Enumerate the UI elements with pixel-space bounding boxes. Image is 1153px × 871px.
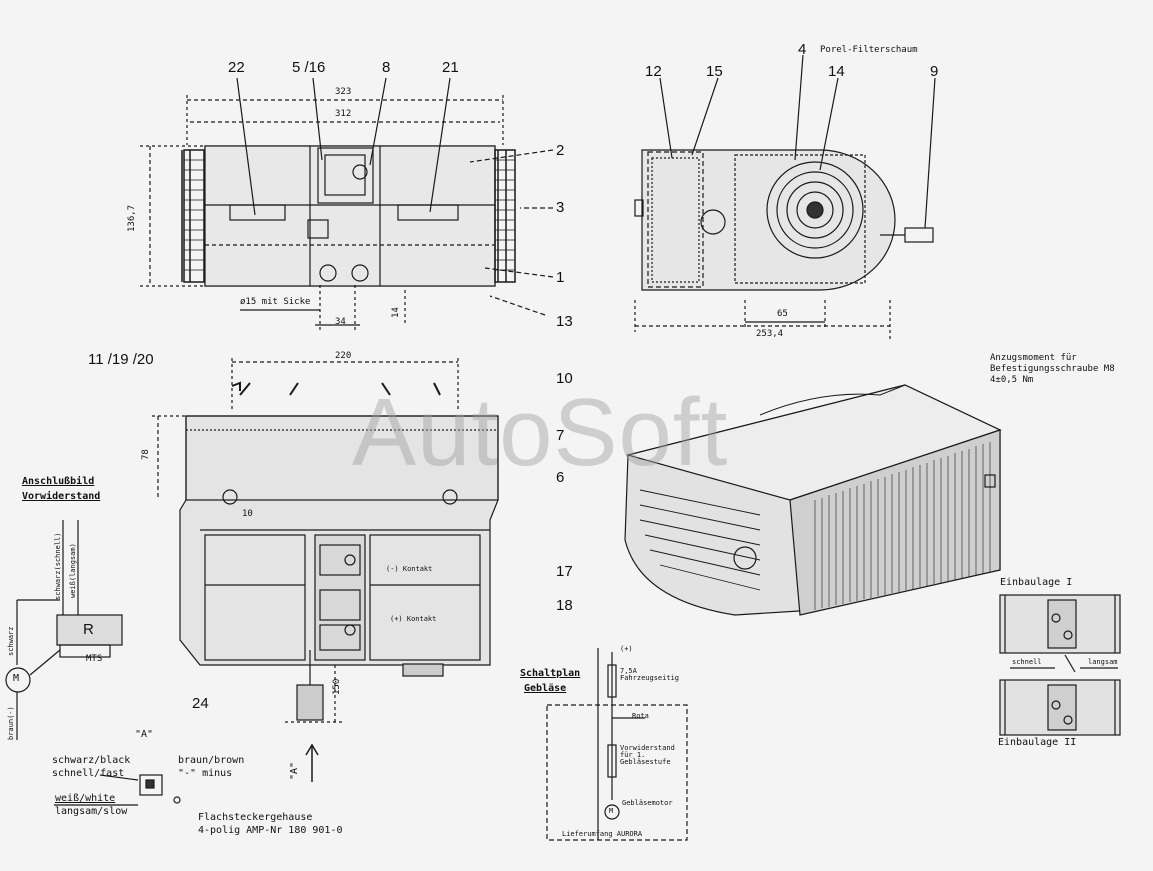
callout-3: 3: [556, 199, 565, 216]
callout-1: 1: [556, 269, 565, 286]
conn-white: weiß/white: [55, 793, 116, 804]
callout-11-19-20: 11 /19 /20: [88, 351, 154, 368]
callout-6: 6: [556, 469, 565, 486]
wire-brown: braun(-): [7, 706, 15, 740]
callout-9: 9: [930, 63, 939, 80]
schematic-drawing: [546, 648, 688, 841]
callout-14: 14: [828, 63, 845, 80]
callout-15: 15: [706, 63, 723, 80]
connector-drawing: [54, 774, 181, 806]
callout-18: 18: [556, 597, 573, 614]
callout-17: 17: [556, 563, 573, 580]
callout-2: 2: [556, 142, 565, 159]
conn-slow: langsam/slow: [55, 806, 128, 817]
top-view: [140, 77, 554, 330]
conn-part: 4-polig AMP-Nr 180 901-0: [198, 825, 343, 836]
schem-rota: Rota: [632, 712, 649, 720]
iso-view: [624, 384, 1002, 616]
contact-plus: (+) Kontakt: [390, 615, 437, 623]
dim-312: 312: [335, 109, 352, 119]
dim-10: 10: [242, 509, 253, 519]
schematic-title-2: Gebläse: [524, 683, 567, 694]
callout-10: 10: [556, 370, 573, 387]
watermark: AutoSoft: [352, 379, 729, 486]
callout-4: 4: [798, 41, 807, 58]
torque-line-2: Befestigungsschraube M8: [990, 364, 1115, 374]
dim-65: 65: [777, 309, 788, 319]
install-positions: [999, 594, 1121, 736]
wiring-title-1: Anschlußbild: [22, 476, 95, 487]
conn-brown: braun/brown: [178, 755, 245, 766]
conn-housing: Flachsteckergehause: [198, 812, 313, 823]
wire-black: schwarz: [7, 626, 15, 656]
dim-323: 323: [335, 87, 352, 97]
wire-black-fast: schwarz(schnell): [54, 532, 62, 600]
install-fast: schnell: [1012, 658, 1042, 666]
schem-motor-label: Gebläsemotor: [622, 799, 673, 807]
dim-14: 14: [391, 307, 401, 318]
callout-24: 24: [192, 695, 209, 712]
callout-8: 8: [382, 59, 391, 76]
dim-220: 220: [335, 351, 352, 361]
dim-34: 34: [335, 317, 346, 327]
dim-78: 78: [141, 449, 151, 460]
callout-7: 7: [556, 427, 565, 444]
mts-label: MTS: [86, 654, 103, 664]
torque-line-1: Anzugsmoment für: [990, 353, 1077, 363]
dim-150: 150: [332, 678, 342, 695]
schem-supply: Lieferumfang AURORA: [562, 830, 643, 838]
callout-13: 13: [556, 313, 573, 330]
dim-253-4: 253,4: [756, 329, 784, 339]
arrow-a-label: "A": [289, 761, 300, 780]
contact-minus: (-) Kontakt: [386, 565, 433, 573]
schem-plus: (+): [620, 645, 633, 653]
wiring-diagram: [5, 520, 123, 740]
callout-5-16: 5 /16: [292, 59, 326, 76]
torque-line-3: 4±0,5 Nm: [990, 375, 1034, 385]
conn-minus: "-" minus: [178, 768, 233, 779]
motor-label: M: [13, 673, 20, 684]
install-pos-1: Einbaulage I: [1000, 577, 1073, 588]
callout-12: 12: [645, 63, 662, 80]
schem-motor-symbol: M: [609, 807, 614, 815]
conn-fast: schnell/fast: [52, 768, 125, 779]
install-slow: langsam: [1088, 658, 1118, 666]
schem-fuse: 7,5A Fahrzeugseitig: [620, 667, 680, 682]
schem-resistor: Vorwiderstand für 1. Gebläsestufe: [620, 744, 675, 766]
install-pos-2: Einbaulage II: [998, 737, 1077, 748]
front-view: [152, 358, 499, 782]
resistor-label: R: [83, 621, 94, 638]
side-view: [634, 54, 936, 342]
callout-21: 21: [442, 59, 459, 76]
dim-136-7: 136,7: [127, 204, 137, 232]
filter-label: Porel-Filterschaum: [820, 45, 918, 55]
wire-white-slow: weiß(langsam): [69, 543, 77, 598]
schematic-title-1: Schaltplan: [520, 668, 581, 679]
wiring-title-2: Vorwiderstand: [22, 491, 101, 502]
callout-22: 22: [228, 59, 245, 76]
view-a-label: "A": [135, 729, 154, 740]
dim-hole: ø15 mit Sicke: [240, 297, 311, 307]
conn-black: schwarz/black: [52, 755, 131, 766]
